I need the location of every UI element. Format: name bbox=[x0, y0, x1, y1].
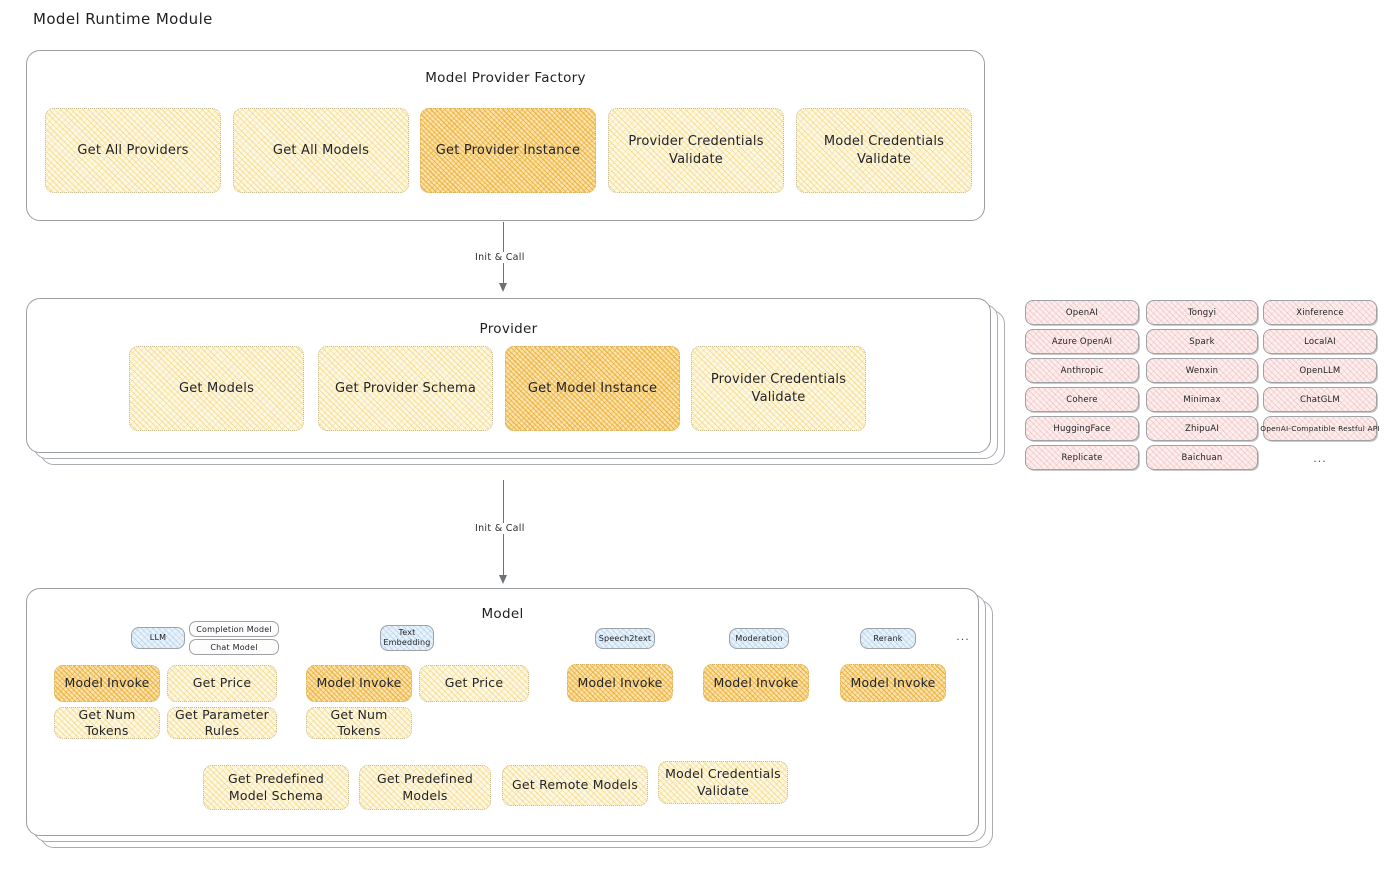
provider-op-get-models[interactable]: Get Models bbox=[129, 346, 304, 431]
model-type-chip-text-embedding[interactable]: Text Embedding bbox=[380, 625, 434, 651]
text-embedding-op-get-num-tokens[interactable]: Get Num Tokens bbox=[306, 707, 412, 739]
provider-chip-minimax[interactable]: Minimax bbox=[1146, 387, 1258, 412]
provider-op-provider-credentials-validate[interactable]: Provider Credentials Validate bbox=[691, 346, 866, 431]
model-op-get-predefined-model-schema[interactable]: Get Predefined Model Schema bbox=[203, 765, 349, 810]
factory-op-model-credentials-validate[interactable]: Model Credentials Validate bbox=[796, 108, 972, 193]
speech2text-op-model-invoke[interactable]: Model Invoke bbox=[567, 664, 673, 702]
provider-chip-huggingface[interactable]: HuggingFace bbox=[1025, 416, 1139, 441]
model-type-chip-llm[interactable]: LLM bbox=[131, 627, 185, 649]
page-title: Model Runtime Module bbox=[33, 10, 213, 28]
model-op-get-predefined-models[interactable]: Get Predefined Models bbox=[359, 765, 491, 810]
provider-chip-chatglm[interactable]: ChatGLM bbox=[1263, 387, 1377, 412]
provider-chip-xinference[interactable]: Xinference bbox=[1263, 300, 1377, 325]
provider-chip-wenxin[interactable]: Wenxin bbox=[1146, 358, 1258, 383]
model-subtype-chip-chat-model[interactable]: Chat Model bbox=[189, 639, 279, 655]
provider-chip-tongyi[interactable]: Tongyi bbox=[1146, 300, 1258, 325]
arrow-provider-to-model-head bbox=[499, 575, 507, 584]
provider-chip-openai[interactable]: OpenAI bbox=[1025, 300, 1139, 325]
factory-op-get-provider-instance[interactable]: Get Provider Instance bbox=[420, 108, 596, 193]
model-types-more-ellipsis: ... bbox=[956, 630, 970, 643]
model-subtype-chip-completion-model[interactable]: Completion Model bbox=[189, 621, 279, 637]
provider-chip-localai[interactable]: LocalAI bbox=[1263, 329, 1377, 354]
text-embedding-op-get-price[interactable]: Get Price bbox=[419, 665, 529, 702]
model-provider-factory-title: Model Provider Factory bbox=[425, 70, 586, 86]
provider-chip-openllm[interactable]: OpenLLM bbox=[1263, 358, 1377, 383]
provider-chip-openai-compatible-restful-api[interactable]: OpenAI-Compatible Restful API bbox=[1260, 416, 1380, 441]
moderation-op-model-invoke[interactable]: Model Invoke bbox=[703, 664, 809, 702]
provider-title: Provider bbox=[479, 321, 538, 337]
provider-list-more-ellipsis: ... bbox=[1313, 452, 1327, 465]
model-op-model-credentials-validate[interactable]: Model Credentials Validate bbox=[658, 761, 788, 804]
provider-panel: Provider Get Models Get Provider Schema … bbox=[26, 298, 991, 453]
provider-chip-cohere[interactable]: Cohere bbox=[1025, 387, 1139, 412]
provider-chip-replicate[interactable]: Replicate bbox=[1025, 445, 1139, 470]
provider-chip-baichuan[interactable]: Baichuan bbox=[1146, 445, 1258, 470]
llm-op-model-invoke[interactable]: Model Invoke bbox=[54, 665, 160, 702]
factory-op-get-all-providers[interactable]: Get All Providers bbox=[45, 108, 221, 193]
text-embedding-op-model-invoke[interactable]: Model Invoke bbox=[306, 665, 412, 702]
model-op-get-remote-models[interactable]: Get Remote Models bbox=[502, 765, 648, 806]
provider-chip-azure-openai[interactable]: Azure OpenAI bbox=[1025, 329, 1139, 354]
provider-op-get-provider-schema[interactable]: Get Provider Schema bbox=[318, 346, 493, 431]
llm-op-get-num-tokens[interactable]: Get Num Tokens bbox=[54, 707, 160, 739]
arrow-factory-to-provider-head bbox=[499, 283, 507, 292]
provider-chip-spark[interactable]: Spark bbox=[1146, 329, 1258, 354]
llm-op-get-price[interactable]: Get Price bbox=[167, 665, 277, 702]
provider-chip-zhipuai[interactable]: ZhipuAI bbox=[1146, 416, 1258, 441]
factory-op-get-all-models[interactable]: Get All Models bbox=[233, 108, 409, 193]
factory-op-provider-credentials-validate[interactable]: Provider Credentials Validate bbox=[608, 108, 784, 193]
model-type-chip-rerank[interactable]: Rerank bbox=[860, 628, 916, 649]
model-panel: Model LLM Completion Model Chat Model Mo… bbox=[26, 588, 979, 836]
provider-op-get-model-instance[interactable]: Get Model Instance bbox=[505, 346, 680, 431]
model-provider-factory-panel: Model Provider Factory Get All Providers… bbox=[26, 50, 985, 221]
arrow-provider-to-model-label: Init & Call bbox=[472, 523, 528, 534]
llm-op-get-parameter-rules[interactable]: Get Parameter Rules bbox=[167, 707, 277, 739]
provider-chip-anthropic[interactable]: Anthropic bbox=[1025, 358, 1139, 383]
rerank-op-model-invoke[interactable]: Model Invoke bbox=[840, 664, 946, 702]
model-type-chip-moderation[interactable]: Moderation bbox=[729, 628, 789, 649]
model-title: Model bbox=[481, 606, 524, 622]
model-type-chip-speech2text[interactable]: Speech2text bbox=[595, 628, 655, 649]
arrow-factory-to-provider-label: Init & Call bbox=[472, 252, 528, 263]
